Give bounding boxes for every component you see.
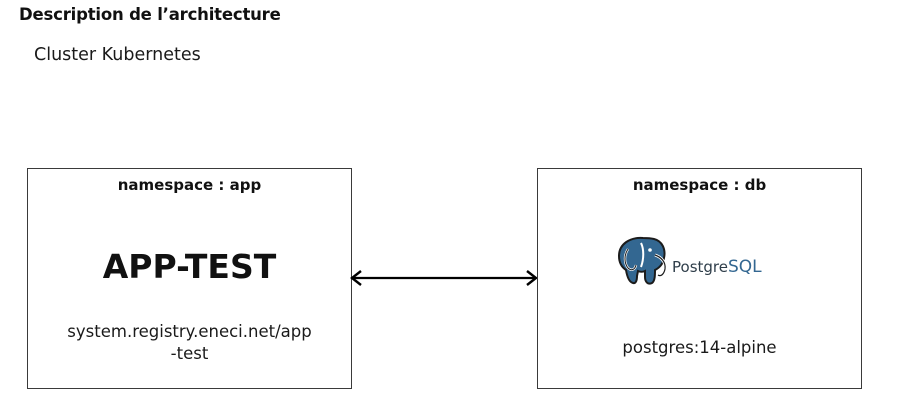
- app-name: APP-TEST: [102, 247, 277, 286]
- page-title: Description de l’architecture: [19, 5, 281, 24]
- app-image-reference: system.registry.eneci.net/app -test: [48, 321, 331, 365]
- postgresql-wordmark: PostgreSQL: [672, 257, 762, 277]
- postgresql-wordmark-suffix: SQL: [727, 257, 762, 277]
- postgresql-logo: PostgreSQL: [614, 235, 794, 285]
- namespace-app-box: namespace : app APP-TEST system.registry…: [27, 168, 352, 389]
- namespace-db-box: namespace : db PostgreSQL postgres:14-al…: [537, 168, 862, 389]
- cluster-label: Cluster Kubernetes: [34, 45, 201, 65]
- namespace-app-label: namespace : app: [117, 176, 262, 194]
- postgresql-elephant-icon: [617, 236, 667, 285]
- db-image-reference: postgres:14-alpine: [622, 338, 777, 357]
- double-arrow-icon: [350, 270, 538, 286]
- namespace-db-label: namespace : db: [632, 176, 767, 194]
- app-image-text: system.registry.eneci.net/app -test: [67, 322, 312, 363]
- postgresql-wordmark-prefix: Postgre: [672, 258, 728, 276]
